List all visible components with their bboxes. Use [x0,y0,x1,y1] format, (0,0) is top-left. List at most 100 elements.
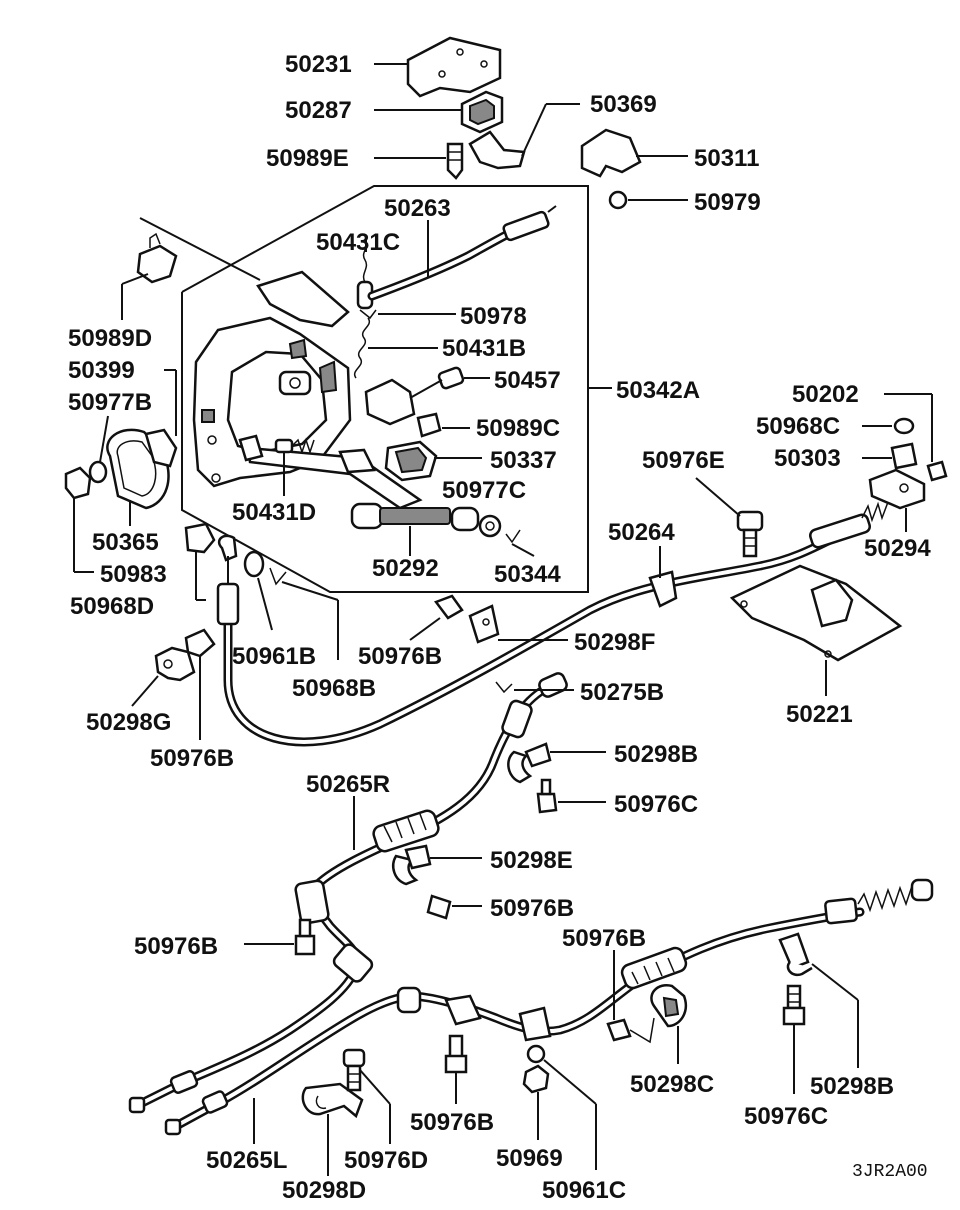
spring-50431D [274,437,315,496]
label-50976D: 50976D [344,1147,428,1174]
washer-50961C [526,1044,597,1170]
label-50968D: 50968D [70,593,154,620]
label-50294: 50294 [864,535,931,562]
plate-50365 [106,369,178,526]
lever-bracket-plate [192,270,352,488]
label-50976C-2: 50976C [744,1103,828,1130]
clip-50298B-lower [778,932,859,1068]
label-50961C: 50961C [542,1177,626,1204]
label-50976B-4: 50976B [134,933,218,960]
label-50231: 50231 [285,51,352,78]
bolt-50976B-c [606,950,655,1044]
nut-50983 [64,466,94,573]
leader-lines [374,63,462,159]
bolt-50976C-upper [536,778,606,814]
label-50298G: 50298G [86,709,171,736]
label-50202: 50202 [792,381,859,408]
bolt-50979 [608,190,688,210]
lever-assembly-frame [139,185,612,593]
label-50968B: 50968B [292,675,376,702]
label-50298D: 50298D [282,1177,366,1204]
label-50365: 50365 [92,529,159,556]
label-50983: 50983 [100,561,167,588]
label-50989D: 50989D [68,325,152,352]
front-cable-50264 [216,501,889,747]
clip-50298E [392,844,482,886]
label-50263: 50263 [384,195,451,222]
pad-50337 [338,440,482,482]
label-50298B-2: 50298B [810,1073,894,1100]
label-50961B: 50961B [232,643,316,670]
part-labels: 50231 50287 50369 50989E 50311 50979 502… [68,51,931,1204]
nut-50969 [522,1064,550,1140]
label-50978: 50978 [460,303,527,330]
label-50989E: 50989E [266,145,349,172]
rod-50292 [350,502,480,556]
label-50342A: 50342A [616,377,700,404]
label-50976C-1: 50976C [614,791,698,818]
pin-50978 [359,309,456,320]
rear-cable-left-50265L [164,878,934,1144]
clip-50369 [468,103,580,170]
spring-50431C [356,239,374,310]
bolt-50976D [342,1048,391,1144]
drawing-code: 3JR2A00 [852,1162,928,1182]
label-50399: 50399 [68,357,135,384]
label-50976B-2: 50976B [150,745,234,772]
spring-50431B [353,317,438,379]
clip-50303 [862,442,918,470]
bolt-50976B-left [184,628,216,740]
bracket-50231 [406,36,502,98]
label-50298F: 50298F [574,629,655,656]
label-50431D: 50431D [232,499,316,526]
label-50298C: 50298C [630,1071,714,1098]
switch-50457 [364,366,490,426]
cable-50263 [367,205,557,301]
label-50979: 50979 [694,189,761,216]
label-50976E: 50976E [642,447,725,474]
label-50344: 50344 [494,561,561,588]
nut-50968D [184,522,216,601]
bolt-50989E [446,142,464,180]
label-50298E: 50298E [490,847,573,874]
label-50989C: 50989C [476,415,560,442]
label-50969: 50969 [496,1145,563,1172]
bolt-50976B-d [444,1034,468,1104]
bolt-50976B-mid [409,594,464,641]
bolt-50976B-e [426,894,482,920]
washer-50977C [478,514,502,538]
bolt-50976E [695,477,764,558]
bracket-50311 [580,128,688,178]
washer-50961B [243,550,287,631]
label-50265L: 50265L [206,1147,287,1174]
label-50977B: 50977B [68,389,152,416]
label-50298B-1: 50298B [614,741,698,768]
rear-cable-right-50265R [128,672,574,1114]
label-50275B: 50275B [580,679,664,706]
clip-50298B-upper [507,742,606,784]
label-50431B: 50431B [442,335,526,362]
equalizer-50294 [868,468,926,532]
label-50977C: 50977C [442,477,526,504]
label-50968C: 50968C [756,413,840,440]
label-50303: 50303 [774,445,841,472]
label-50976B-5: 50976B [562,925,646,952]
label-50264: 50264 [608,519,675,546]
pin-50344 [505,529,535,557]
label-50976B-1: 50976B [358,643,442,670]
bushing-50287 [460,90,504,134]
pin-50968B [281,581,339,660]
nut-50968C [862,417,915,435]
label-50265R: 50265R [306,771,390,798]
bolt-50976B-left-lower [244,918,316,956]
bolt-50989C [416,412,470,438]
clip-50298D [301,1082,364,1176]
bolt-50976C-lower [782,984,806,1094]
clip-50298C [650,983,687,1064]
washer-50977B [88,415,109,484]
bolt-50989D [121,232,178,320]
label-50369: 50369 [590,91,657,118]
clip-50298F [468,604,568,644]
label-50976B-3: 50976B [490,895,574,922]
